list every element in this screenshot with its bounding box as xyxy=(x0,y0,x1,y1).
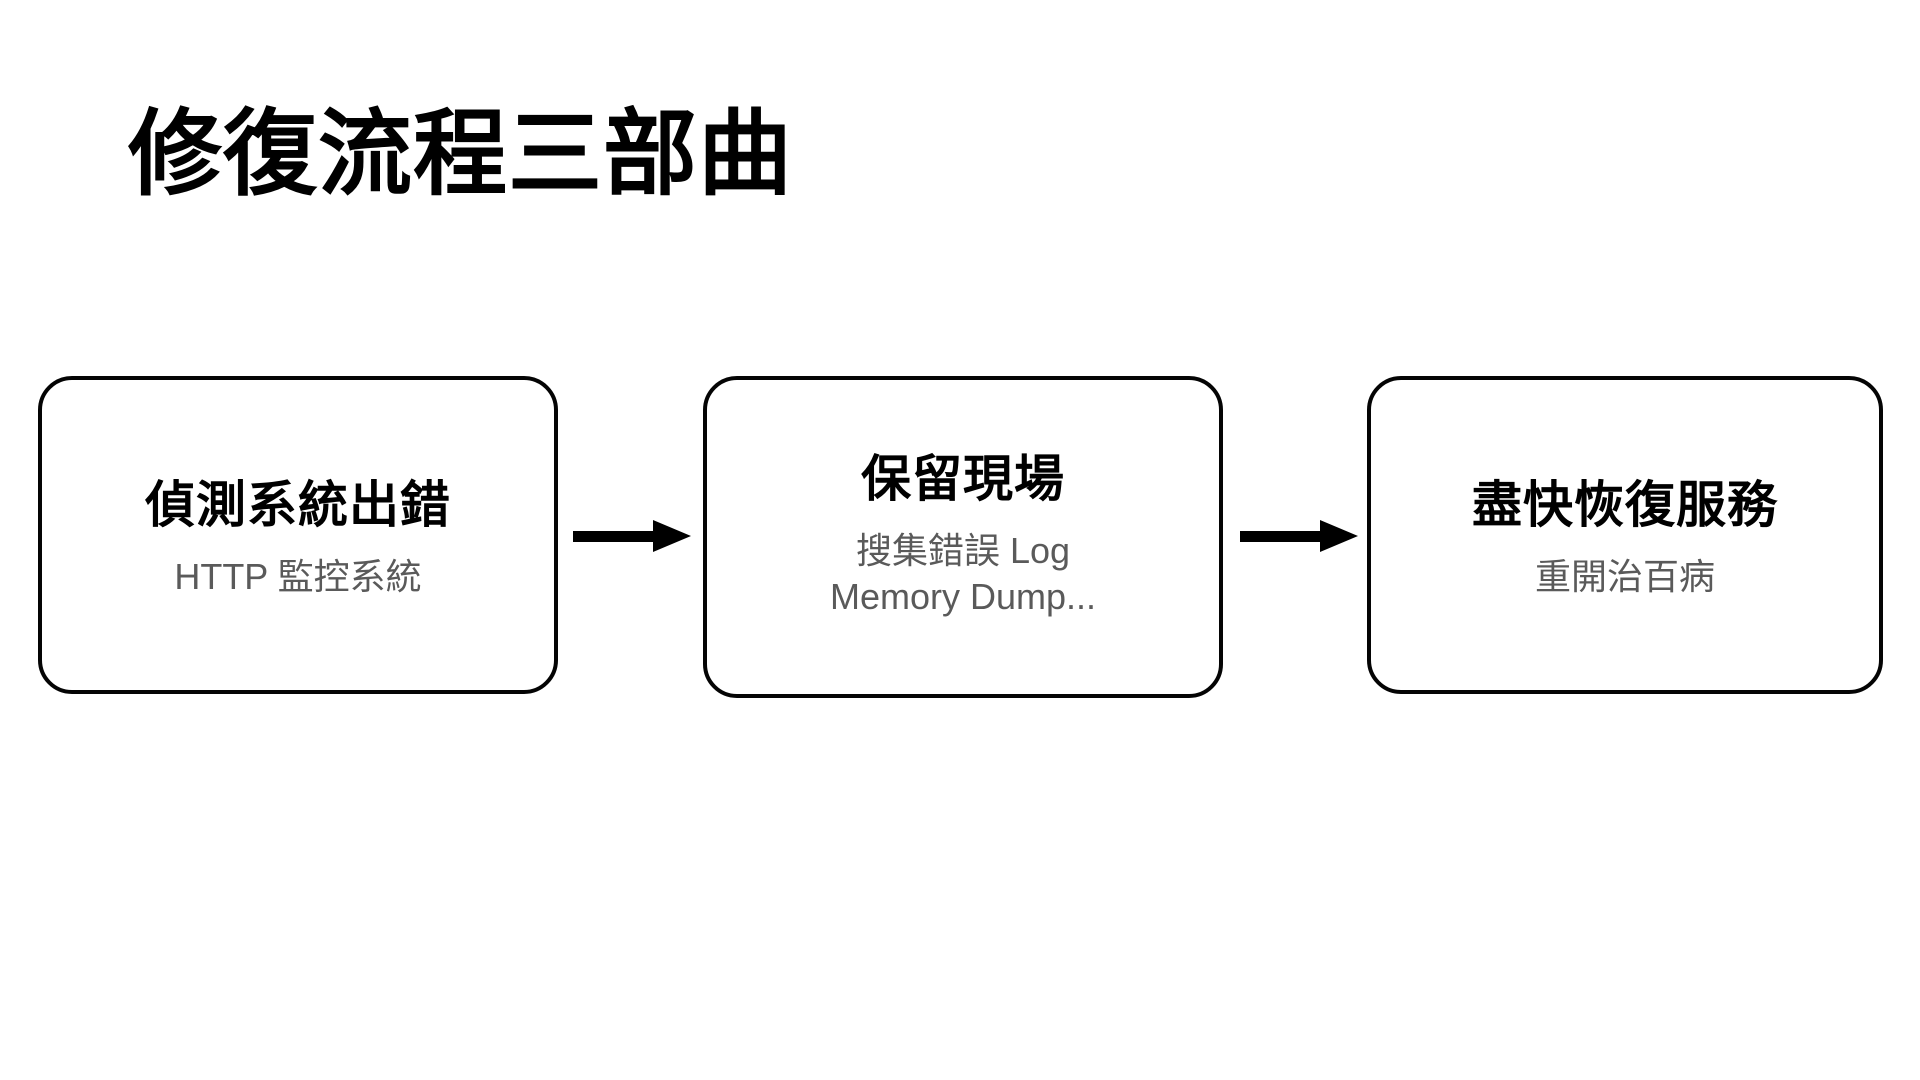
flow-diagram: 偵測系統出錯 HTTP 監控系統 保留現場 搜集錯誤 Log Memory Du… xyxy=(0,376,1920,706)
flow-step-2-title: 保留現場 xyxy=(861,450,1065,507)
flow-step-3-title: 盡快恢復服務 xyxy=(1472,476,1778,533)
arrow-right-icon xyxy=(1240,514,1360,558)
flow-step-1-title: 偵測系統出錯 xyxy=(145,476,451,533)
flow-step-3[interactable]: 盡快恢復服務 重開治百病 xyxy=(1367,376,1883,694)
flow-step-3-subtitle: 重開治百病 xyxy=(1534,555,1715,597)
page-title: 修復流程三部曲 xyxy=(128,100,794,206)
arrow-right-icon xyxy=(573,514,693,558)
flow-step-2[interactable]: 保留現場 搜集錯誤 Log Memory Dump... xyxy=(703,376,1223,698)
flow-step-1[interactable]: 偵測系統出錯 HTTP 監控系統 xyxy=(38,376,558,694)
flow-step-1-subtitle: HTTP 監控系統 xyxy=(174,555,422,597)
flow-step-2-subtitle: 搜集錯誤 Log Memory Dump... xyxy=(829,529,1097,617)
